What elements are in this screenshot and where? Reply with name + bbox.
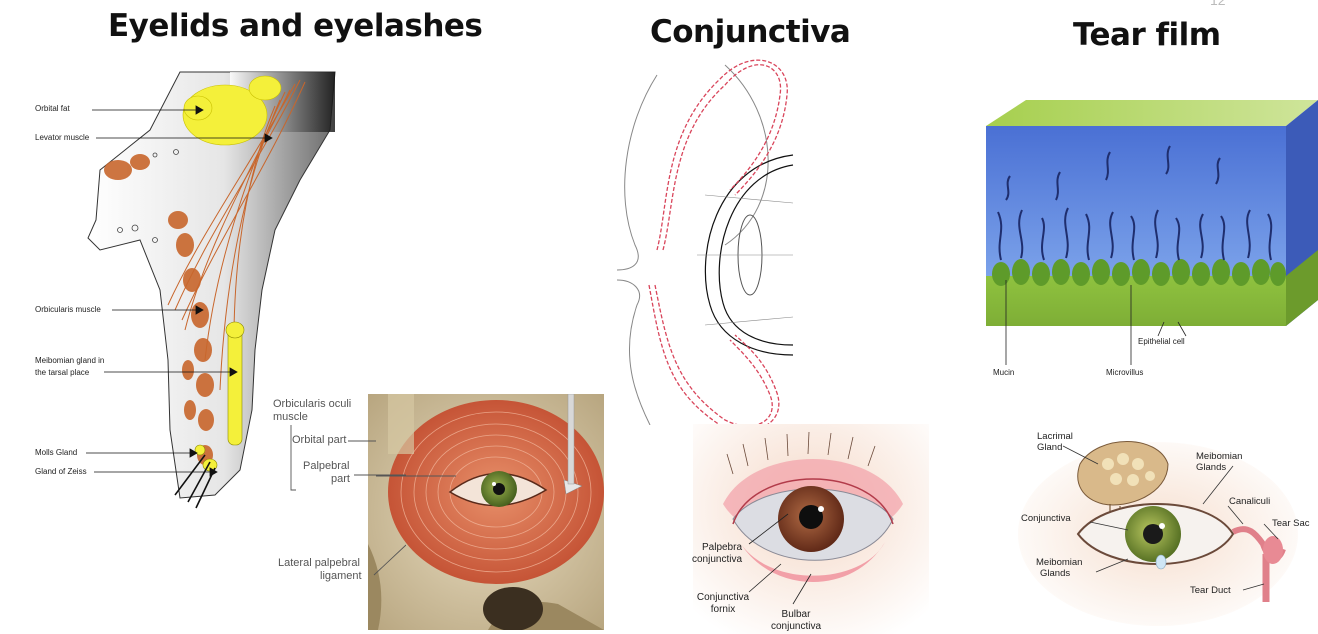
label-gland-of-zeiss: Gland of Zeiss	[35, 467, 87, 476]
tear-film-block-illustration	[986, 100, 1318, 365]
meibomian-gland-blobs	[194, 321, 245, 472]
label-orbital-fat: Orbital fat	[35, 104, 70, 113]
label-meibomian-gland-line1: Meibomian gland in	[35, 356, 105, 365]
microvilli	[992, 259, 1286, 286]
label-tear-duct: Tear Duct	[1190, 585, 1231, 596]
heading-tear-film: Tear film	[1073, 17, 1221, 53]
label-orbicularis-oculi-line1: Orbicularis oculi	[273, 398, 352, 410]
label-lateral-palpebral-line1: Lateral palpebral	[278, 557, 360, 569]
label-bulbar-conjunctiva-line1: Bulbar	[781, 609, 811, 620]
conjunctiva-dashed-outline	[648, 59, 788, 425]
label-levator-muscle: Levator muscle	[35, 133, 90, 142]
label-meibomian-glands-lower-line2: Glands	[1040, 568, 1071, 579]
eyelid-cross-section-illustration	[86, 71, 336, 509]
label-meibomian-gland-line2: the tarsal place	[35, 368, 90, 377]
conjunctiva-eye-illustration	[693, 424, 929, 634]
label-conjunctiva-small: Conjunctiva	[1021, 513, 1071, 524]
label-palpebral-part-line1: Palpebral	[303, 460, 350, 472]
label-mucin: Mucin	[993, 368, 1015, 377]
label-palpebra-conjunctiva-line2: conjunctiva	[691, 554, 743, 565]
label-lacrimal-gland-line1: Lacrimal	[1037, 431, 1073, 442]
label-palpebral-part-line2: part	[331, 473, 350, 485]
label-tear-sac: Tear Sac	[1272, 518, 1310, 529]
label-conjunctiva-fornix-line2: fornix	[710, 604, 736, 615]
label-conjunctiva-fornix-line1: Conjunctiva	[696, 592, 750, 603]
label-meibomian-glands-upper-line2: Glands	[1196, 462, 1227, 473]
orbicularis-muscle-dots	[104, 154, 214, 465]
label-orbicularis-muscle: Orbicularis muscle	[35, 305, 101, 314]
tear-apparatus-illustration	[1018, 441, 1298, 626]
label-lateral-palpebral-line2: ligament	[320, 570, 362, 582]
palpebral-leader-line	[376, 475, 456, 477]
label-epithelial-cell: Epithelial cell	[1138, 337, 1185, 346]
mucin-strands	[997, 145, 1273, 261]
label-canaliculi: Canaliculi	[1229, 496, 1271, 507]
epithelial-layer	[986, 276, 1286, 326]
label-molls-gland: Molls Gland	[35, 448, 78, 457]
label-orbicularis-oculi-line2: muscle	[273, 411, 308, 423]
lacrimal-gland-shape	[1077, 441, 1169, 506]
label-orbital-part: Orbital part	[292, 434, 347, 446]
label-meibomian-glands-lower-line1: Meibomian	[1036, 557, 1083, 568]
label-palpebra-conjunctiva-line1: Palpebra	[701, 542, 743, 553]
conjunctiva-line-diagram	[616, 59, 794, 425]
label-microvillus: Microvillus	[1106, 368, 1144, 377]
label-meibomian-glands-upper-line1: Meibomian	[1196, 451, 1243, 462]
page-number: 12	[1210, 0, 1226, 8]
orbicularis-oculi-illustration	[368, 394, 604, 630]
label-lacrimal-gland-line2: Gland	[1037, 442, 1063, 453]
orbicularis-leader-lines	[290, 425, 406, 576]
heading-eyelids: Eyelids and eyelashes	[108, 8, 483, 44]
label-bulbar-conjunctiva-line2: conjunctiva	[770, 621, 822, 632]
heading-conjunctiva: Conjunctiva	[650, 14, 851, 50]
